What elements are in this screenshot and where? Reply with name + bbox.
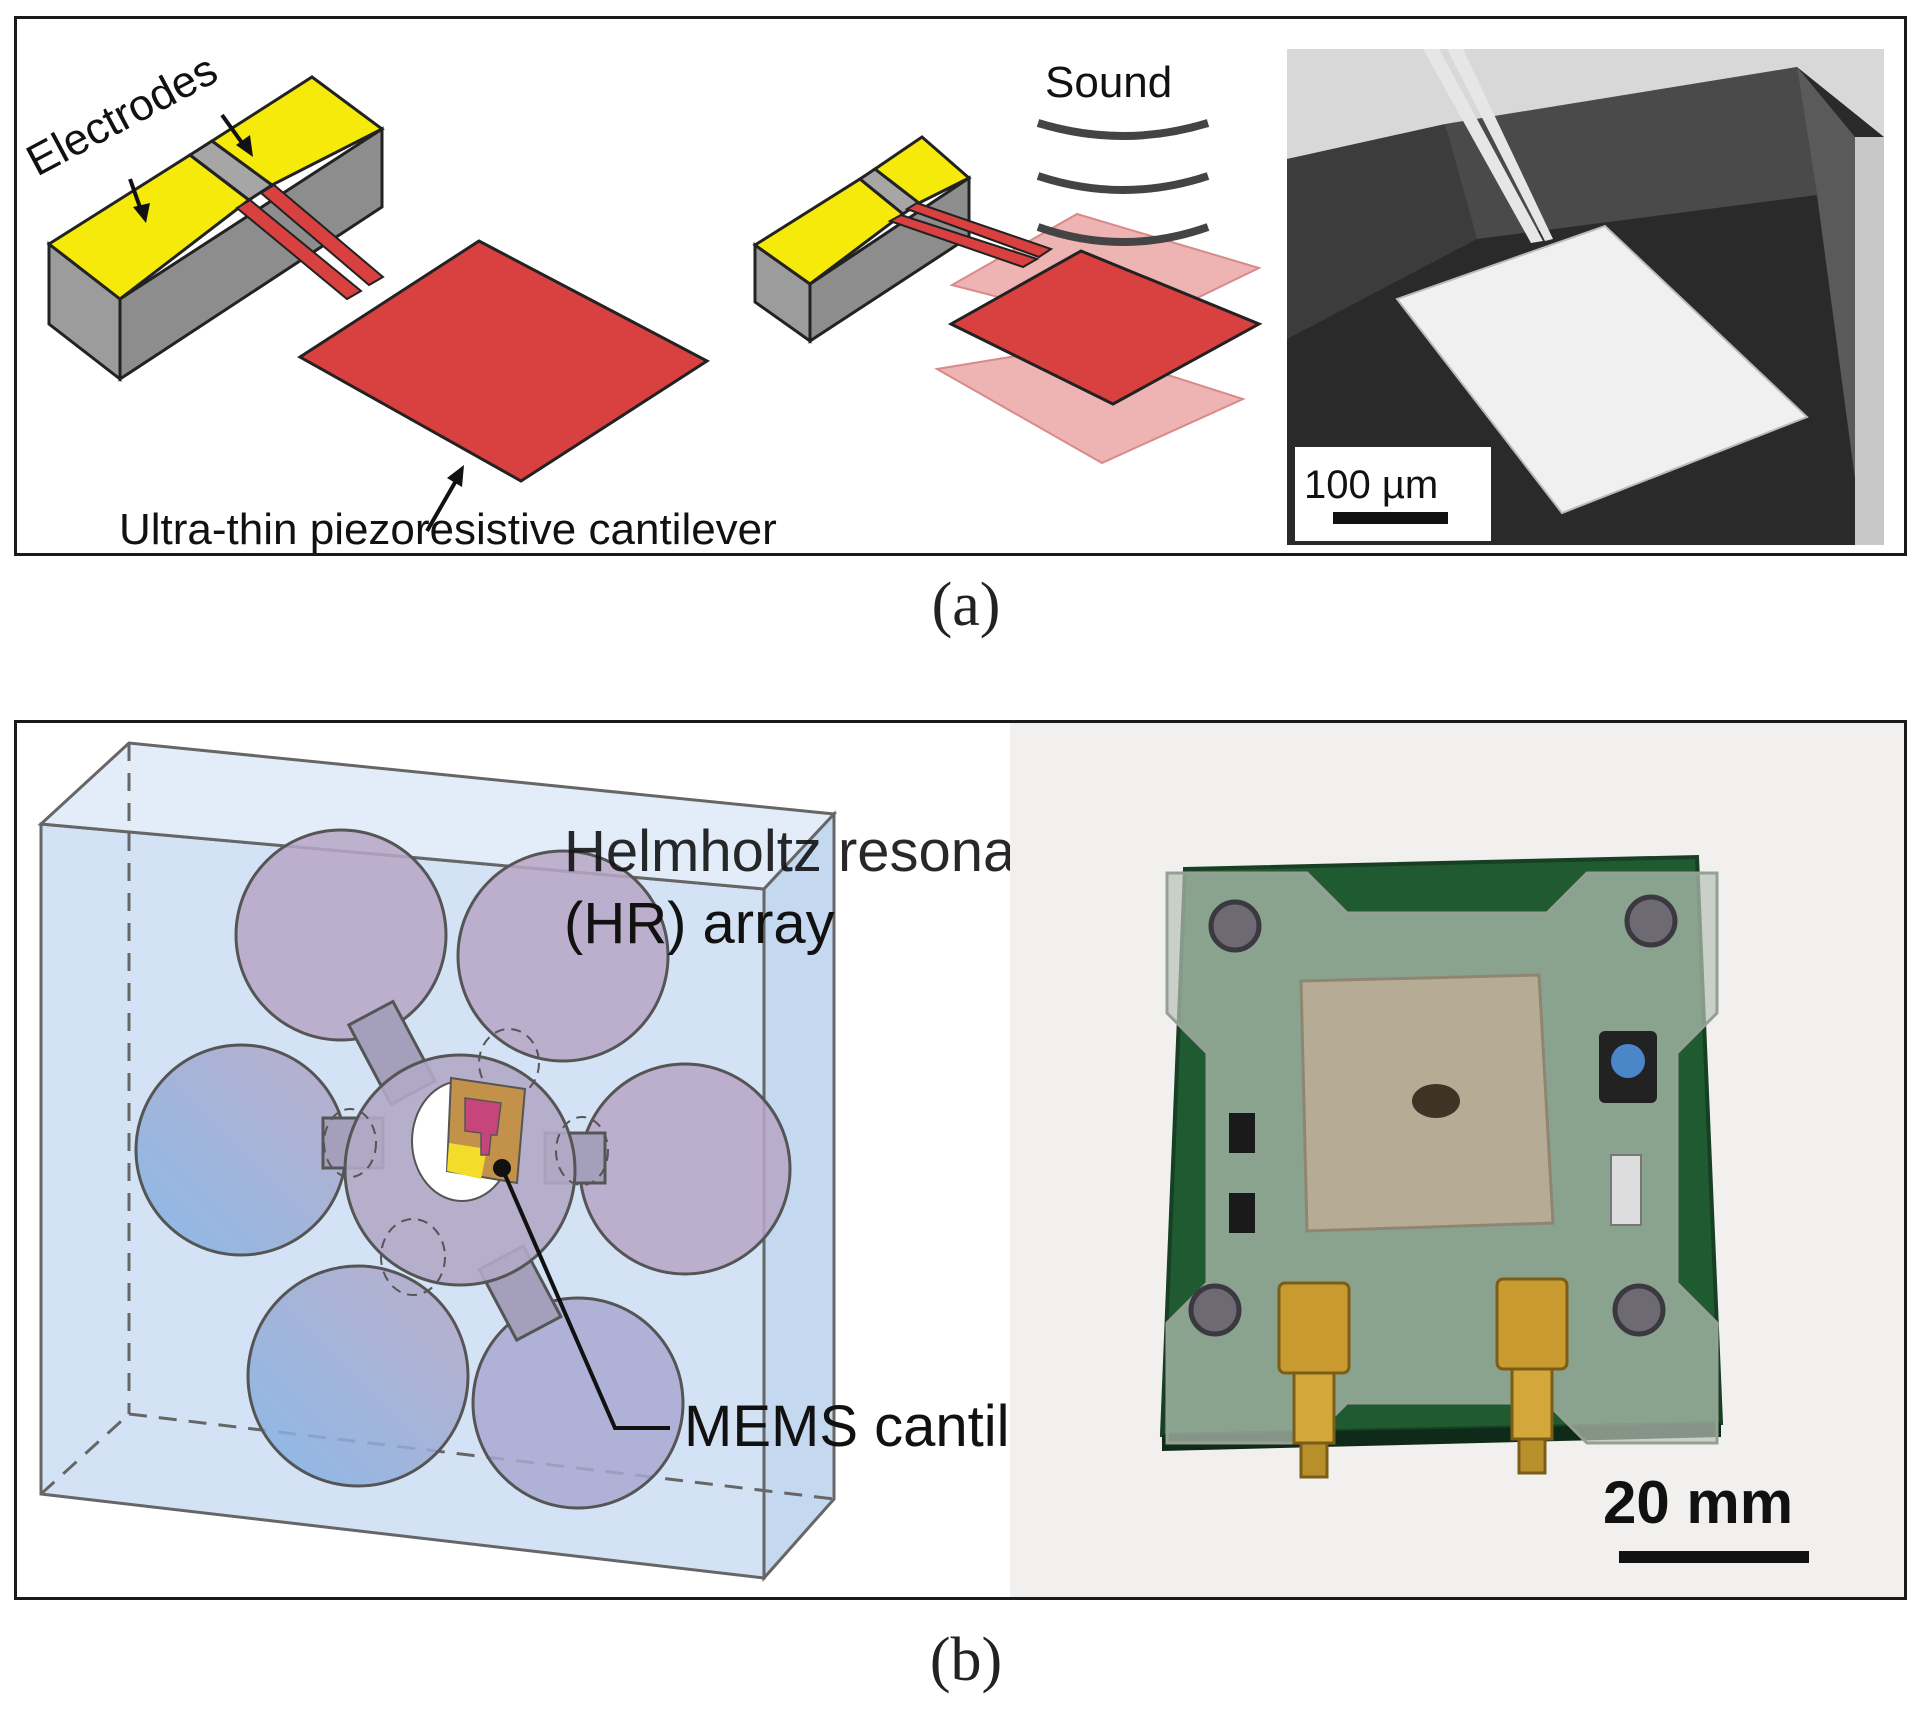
middle-schematic: Sound xyxy=(752,58,1263,465)
screw-top-left xyxy=(1208,899,1262,953)
sound-wave-2 xyxy=(1036,172,1210,194)
hr-label-line1: Helmholtz resonator xyxy=(564,819,1083,884)
small-leg-2 xyxy=(904,201,1054,259)
dashed-neck-3 xyxy=(555,1116,609,1186)
screw-top-right xyxy=(1624,894,1678,948)
small-electrode-right xyxy=(872,135,972,205)
sem-rim-right xyxy=(1855,137,1884,545)
screw-bottom-left xyxy=(1188,1283,1242,1337)
hr-schematic: Helmholtz resonator (HR) array MEMS cant… xyxy=(37,741,1122,1582)
screw-bottom-right xyxy=(1612,1283,1666,1337)
resonator-chamber-2 xyxy=(456,849,670,1063)
resonator-chamber-5 xyxy=(246,1264,470,1488)
small-cantilever-plate xyxy=(947,249,1263,406)
dashed-neck-1 xyxy=(380,1218,446,1296)
push-button-cap xyxy=(1611,1044,1645,1078)
hr-box-side xyxy=(762,810,836,1582)
mems-chip-electrode xyxy=(447,1143,487,1179)
panel-b: Helmholtz resonator (HR) array MEMS cant… xyxy=(14,720,1907,1600)
sound-wave-1 xyxy=(1036,119,1210,140)
photo-scale-bar xyxy=(1619,1551,1809,1563)
sem-beam-1 xyxy=(1423,49,1543,243)
resonator-chamber-3 xyxy=(134,1043,348,1257)
sound-label: Sound xyxy=(1045,58,1172,107)
hr-label-line2: (HR) array xyxy=(564,891,835,956)
resonator-chamber-6 xyxy=(471,1296,685,1510)
electrode-right xyxy=(209,75,385,187)
sem-wall-top xyxy=(1445,67,1817,239)
ic-2 xyxy=(1229,1193,1255,1233)
cantilever-leg-1 xyxy=(235,198,363,301)
sem-micrograph: 100 µm xyxy=(1287,49,1884,545)
panel-a-graphics: Electrodes Ultra-thin piezoresistive can… xyxy=(19,45,1884,553)
sound-wave-3 xyxy=(1036,223,1210,246)
panel-b-graphics: Helmholtz resonator (HR) array MEMS cant… xyxy=(37,723,1904,1597)
sem-cantilever-plate xyxy=(1395,224,1809,515)
mems-leader-line xyxy=(500,1167,670,1430)
sem-beam-2 xyxy=(1447,49,1553,241)
sem-scale-box xyxy=(1295,447,1491,541)
cantilever-arrow-head xyxy=(447,465,464,487)
caption-b: (b) xyxy=(929,1626,1003,1694)
resonator-chamber-1 xyxy=(234,828,448,1042)
sma-connector-left xyxy=(1277,1281,1351,1479)
panel-a: Electrodes Ultra-thin piezoresistive can… xyxy=(14,16,1907,556)
ic-1 xyxy=(1229,1113,1255,1153)
cantilever-arrow xyxy=(425,478,459,532)
electrode-arrow-1-head xyxy=(133,203,150,223)
hr-box-hidden-edge-2 xyxy=(39,1412,131,1496)
resonator-chamber-4 xyxy=(578,1062,792,1276)
sem-wall-right xyxy=(1797,67,1855,479)
mems-cantilever-shape xyxy=(464,1097,502,1156)
dashed-neck-4 xyxy=(323,1108,377,1178)
sem-scale-label: 100 µm xyxy=(1304,463,1438,507)
sem-scale-bar xyxy=(1333,512,1448,524)
sem-wall-left xyxy=(1287,124,1477,339)
dashed-neck-2 xyxy=(478,1028,540,1098)
photo-scale-label: 20 mm xyxy=(1603,1469,1793,1536)
base-block-side xyxy=(118,126,384,382)
small-leg-1 xyxy=(887,213,1040,269)
cantilever-plate xyxy=(297,239,710,483)
device-photo: 20 mm xyxy=(1010,723,1904,1597)
electrode-arrow-2-head xyxy=(236,135,253,157)
caption-a: (a) xyxy=(931,571,1001,639)
cantilever-leg-2 xyxy=(259,183,385,287)
left-schematic: Electrodes Ultra-thin piezoresistive can… xyxy=(19,45,777,553)
cantilever-label: Ultra-thin piezoresistive cantilever xyxy=(119,505,777,553)
sound-inlet-hole xyxy=(1412,1084,1460,1118)
slide-switch xyxy=(1610,1154,1642,1226)
sma-connector-right xyxy=(1495,1277,1569,1475)
